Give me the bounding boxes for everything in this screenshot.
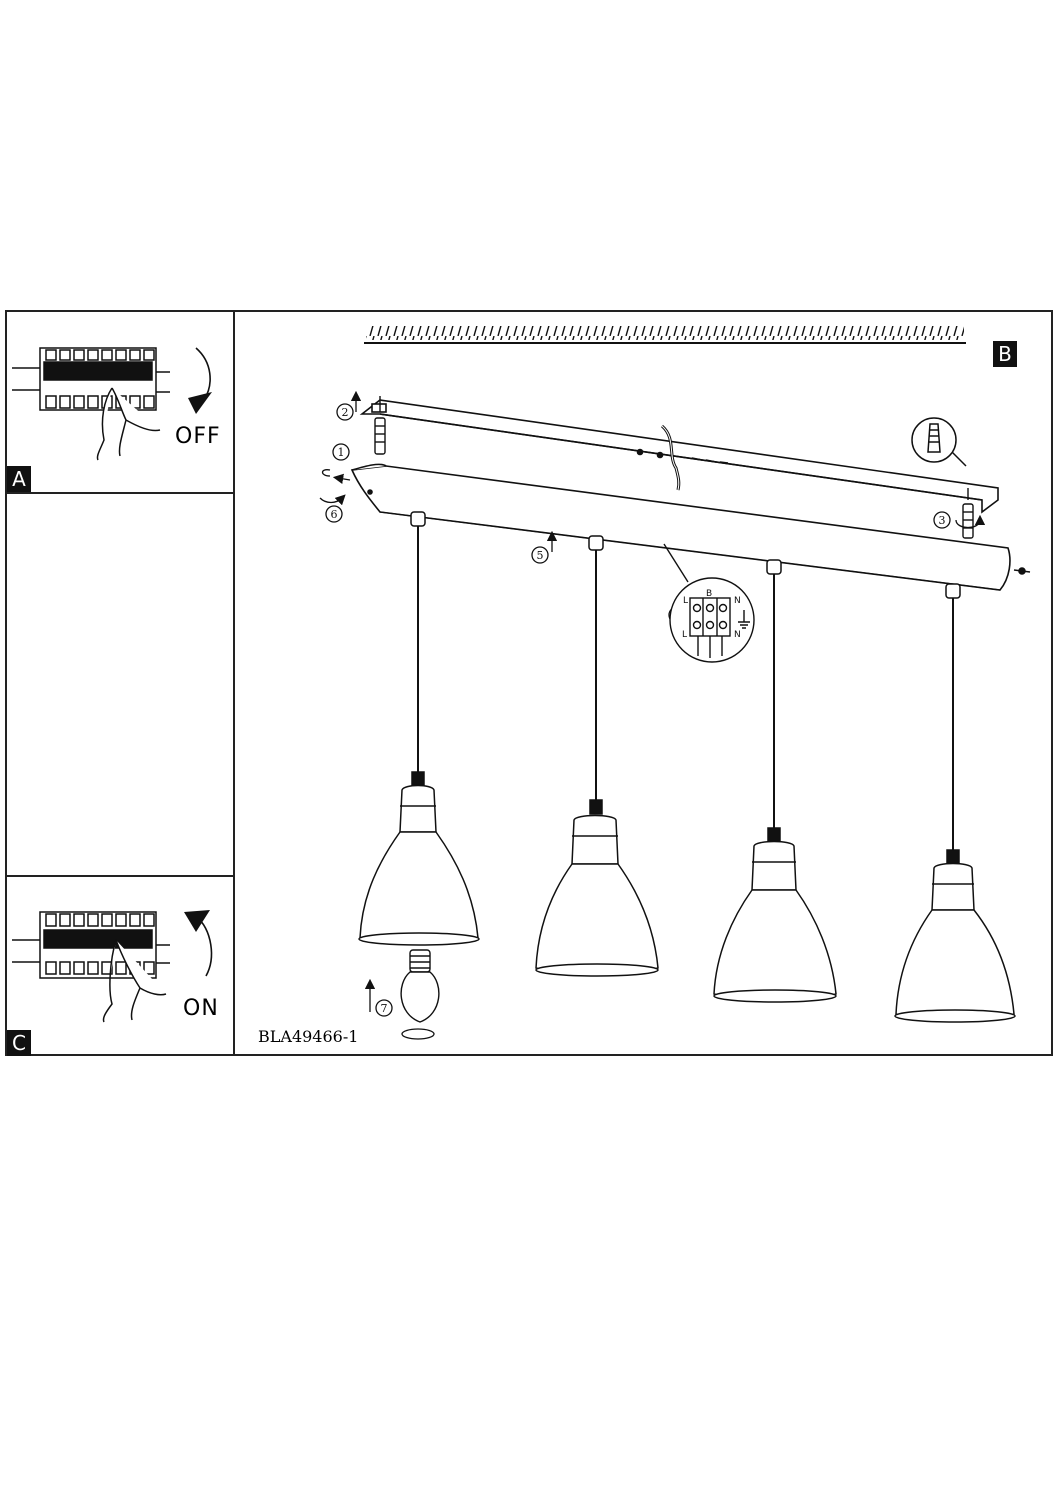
instruction-frame	[5, 310, 1053, 1056]
breaker-off-illustration	[12, 347, 212, 461]
ground-icon	[738, 610, 750, 629]
panel-b-tag: B	[993, 341, 1017, 367]
pendant-1	[358, 511, 480, 946]
terminal-label-n-top: N	[734, 596, 741, 606]
step-7-number: 7	[381, 1002, 388, 1015]
panel-c-tag: C	[7, 1030, 31, 1056]
terminal-block-callout	[663, 543, 755, 663]
step-2-number: 2	[342, 406, 349, 419]
left-column-divider	[233, 310, 235, 1056]
hand-icon	[96, 387, 161, 461]
pendant-3	[713, 559, 837, 1003]
wall-plug-left	[374, 396, 386, 455]
ceiling-hatch	[364, 326, 966, 344]
motion-arrows	[319, 390, 986, 1040]
terminal-label-b-top: B	[706, 589, 712, 599]
terminal-label-n-bottom: N	[734, 630, 741, 640]
step-3-callout	[933, 511, 951, 529]
step-7-callout	[375, 999, 393, 1017]
supply-cable	[660, 424, 681, 491]
off-arrow-icon	[195, 347, 211, 401]
panel-c-top-border	[5, 875, 235, 877]
on-label: ON	[183, 996, 219, 1021]
mounting-bracket	[359, 399, 999, 514]
step-6-number: 6	[331, 508, 338, 521]
terminal-label-l-bottom: L	[682, 630, 687, 640]
drill-depth-callout	[911, 417, 967, 467]
model-code: BLA49466-1	[258, 1027, 359, 1046]
panel-a-bottom-border	[5, 492, 235, 494]
pendant-4	[894, 583, 1016, 1023]
terminal-label-l-top: L	[683, 596, 688, 606]
off-label: OFF	[175, 424, 221, 449]
step-1-callout	[332, 443, 350, 461]
step-6-callout	[325, 505, 343, 523]
light-bulb-icon	[400, 949, 440, 1023]
step-1-number: 1	[338, 446, 345, 459]
step-3-number: 3	[939, 514, 946, 527]
panel-a-tag: A	[7, 466, 31, 492]
pendant-2	[535, 535, 659, 977]
step-2-callout	[336, 403, 354, 421]
step-5-number: 5	[537, 549, 544, 562]
breaker-on-illustration	[12, 910, 213, 1023]
step-5-callout	[531, 546, 549, 564]
canopy-rail	[350, 463, 1031, 591]
hand-icon	[102, 939, 167, 1023]
